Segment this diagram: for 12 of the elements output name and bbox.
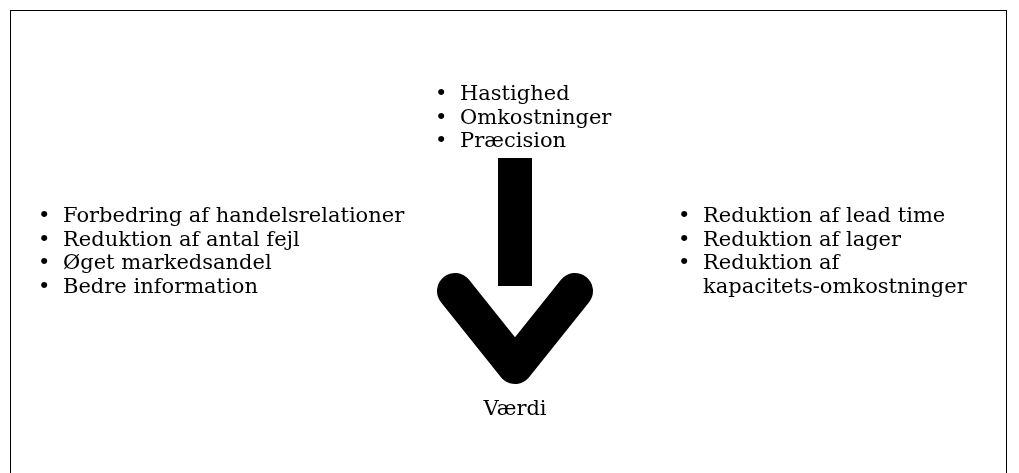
list-item: • Reduktion af kapacitets-omkostninger <box>678 251 968 298</box>
list-item: • Reduktion af antal fejl <box>38 227 301 251</box>
list-item: • Omkostninger <box>435 105 613 129</box>
list-item: • Præcision <box>435 129 568 153</box>
value-label: Værdi <box>482 396 548 420</box>
list-item: • Hastighed <box>435 82 571 106</box>
arrow <box>437 158 593 384</box>
list-item: • Bedre information <box>38 274 259 298</box>
list-item: • Forbedring af handelsrelationer <box>38 204 406 228</box>
list-item: • Reduktion af lager <box>678 227 903 251</box>
list-item: • Reduktion af lead time <box>678 204 947 228</box>
list-item: • Øget markedsandel <box>38 251 273 275</box>
